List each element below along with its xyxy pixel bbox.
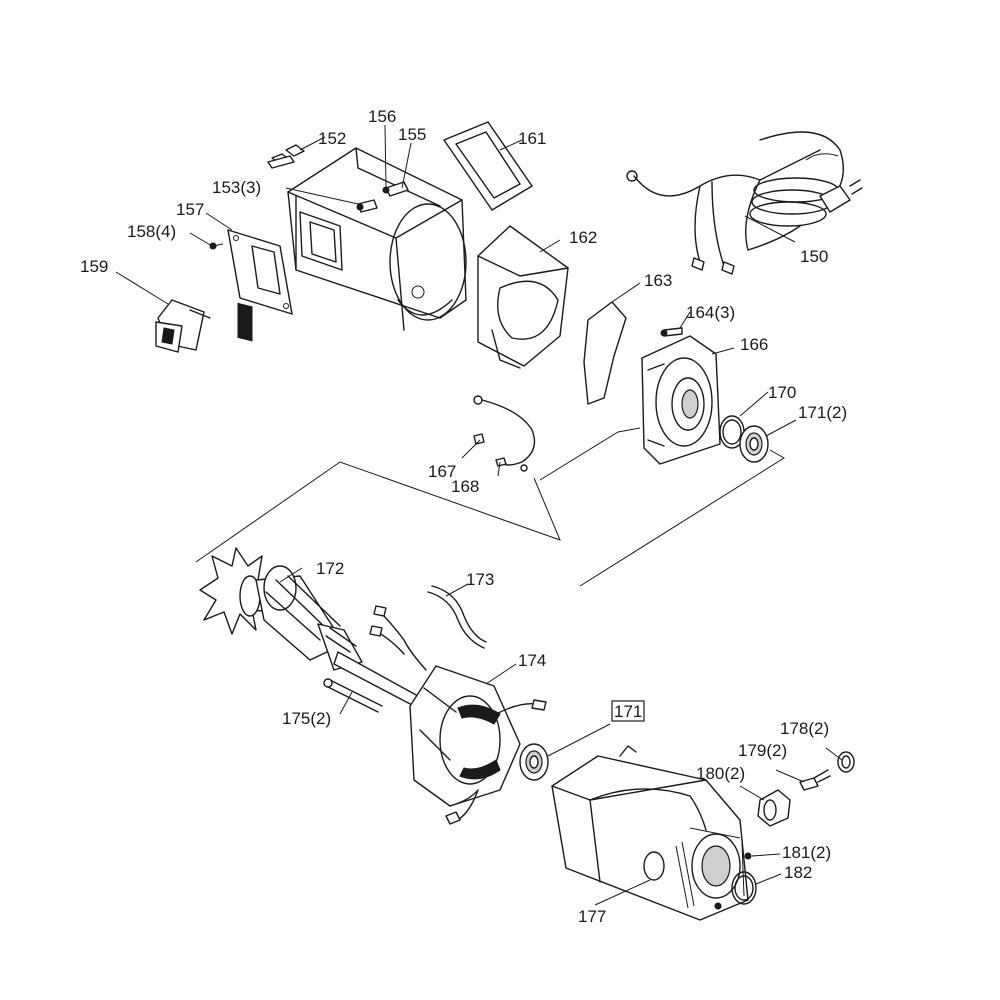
part-161-gasket — [443, 121, 533, 211]
callout-174: 174 — [518, 651, 546, 670]
callout-152: 152 — [318, 129, 346, 148]
callout-178: 178(2) — [780, 719, 829, 738]
part-163-baffle — [583, 301, 627, 405]
callout-181: 181(2) — [782, 843, 831, 862]
callout-182: 182 — [784, 863, 812, 882]
part-178-brush-cap — [837, 751, 855, 773]
part-167-168-ground-wire — [473, 395, 536, 472]
callout-157: 157 — [176, 200, 204, 219]
callout-box-171 — [611, 700, 645, 722]
part-177-motor-housing — [551, 745, 749, 921]
part-173-sleeve — [427, 585, 487, 649]
callout-156: 156 — [368, 107, 396, 126]
callout-172: 172 — [316, 559, 344, 578]
part-181-screw — [714, 852, 752, 910]
part-175-through-bolt — [323, 678, 383, 713]
callout-170: 170 — [768, 383, 796, 402]
callout-164: 164(3) — [686, 303, 735, 322]
callout-163: 163 — [644, 271, 672, 290]
part-180-brush-holder — [757, 789, 791, 827]
callout-158: 158(4) — [127, 222, 176, 241]
callout-161: 161 — [518, 129, 546, 148]
callout-150: 150 — [800, 247, 828, 266]
part-158-screw — [209, 242, 224, 250]
part-179-carbon-brush — [799, 769, 831, 791]
part-150-power-cord — [626, 131, 863, 275]
part-174-field — [369, 605, 547, 825]
part-171-bearing — [739, 425, 769, 463]
callout-171-upper: 171(2) — [798, 403, 847, 422]
callout-173: 173 — [466, 570, 494, 589]
part-157-switch-plate — [227, 229, 293, 342]
callout-177: 177 — [578, 907, 606, 926]
callout-175: 175(2) — [282, 709, 331, 728]
part-162-fan-shroud — [477, 225, 569, 369]
part-155-switch-housing — [287, 147, 467, 331]
callout-171-lower: 171 — [614, 702, 642, 721]
callout-159: 159 — [80, 257, 108, 276]
part-182-retaining-ring — [731, 871, 757, 905]
callout-179: 179(2) — [738, 741, 787, 760]
part-164-screw — [660, 327, 683, 337]
callout-162: 162 — [569, 228, 597, 247]
callout-180: 180(2) — [696, 764, 745, 783]
callout-167: 167 — [428, 462, 456, 481]
part-159-rocker-switch — [155, 299, 211, 353]
callout-166: 166 — [740, 335, 768, 354]
assembly-guide-line — [195, 427, 785, 587]
callout-168: 168 — [451, 477, 479, 496]
part-152-clip — [267, 144, 305, 169]
part-153-screw — [356, 199, 378, 213]
part-171-bearing-lower — [519, 743, 549, 781]
part-172-armature — [199, 547, 419, 707]
leader-lines — [115, 124, 843, 906]
callout-153: 153(3) — [212, 178, 261, 197]
part-166-end-bell — [641, 335, 721, 465]
callout-155: 155 — [398, 125, 426, 144]
